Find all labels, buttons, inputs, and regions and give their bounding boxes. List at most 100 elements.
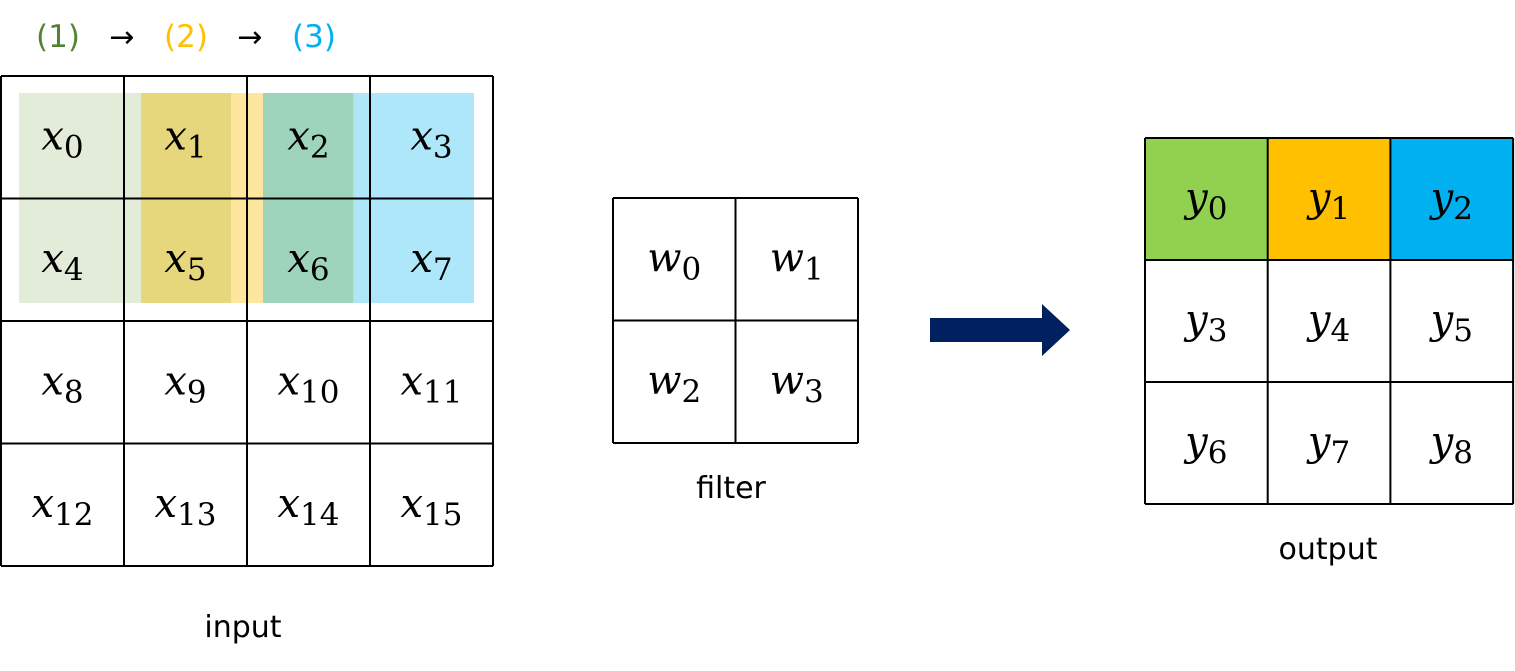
output-fill-2 (1390, 138, 1514, 260)
output-cell-y7: y7 (1306, 419, 1350, 471)
input-cell-x9: x9 (164, 358, 206, 410)
step-arrow-1: → (109, 20, 134, 55)
input-var: x (287, 236, 310, 282)
output-subscript: 3 (1208, 313, 1228, 349)
output-cell-y4: y4 (1306, 297, 1350, 349)
input-cell-x2: x2 (287, 113, 329, 165)
input-subscript: 7 (433, 252, 453, 288)
filter-grid-lines (612, 197, 859, 444)
input-var: x (287, 113, 310, 159)
output-cell-y6: y6 (1183, 419, 1227, 471)
filter-subscript: 1 (804, 251, 824, 287)
output-var: y (1429, 419, 1455, 465)
output-subscript: 8 (1453, 435, 1473, 471)
filter-var: w (647, 358, 681, 404)
filter-cell-w1: w1 (770, 235, 824, 287)
output-subscript: 5 (1453, 313, 1473, 349)
output-fill-1 (1267, 138, 1391, 260)
output-var: y (1306, 419, 1332, 465)
input-var: x (410, 113, 433, 159)
step-label-3: (3) (292, 19, 336, 55)
output-subscript: 1 (1330, 191, 1350, 227)
input-cell-x13: x13 (154, 481, 216, 533)
input-cell-x4: x4 (41, 236, 83, 288)
output-cell-fills (1145, 138, 1514, 260)
input-cell-x1: x1 (164, 113, 206, 165)
input-cell-x15: x15 (400, 481, 462, 533)
output-grid-lines (1144, 137, 1515, 505)
filter-var: w (770, 235, 804, 281)
input-cell-x0: x0 (41, 113, 83, 165)
input-cell-x8: x8 (41, 358, 83, 410)
input-subscript: 13 (177, 497, 216, 533)
input-subscript: 3 (433, 129, 453, 165)
output-subscript: 0 (1208, 191, 1228, 227)
filter-cell-w0: w0 (647, 235, 701, 287)
filter-subscript: 0 (682, 251, 702, 287)
output-var: y (1306, 175, 1332, 221)
filter-subscript: 2 (682, 374, 702, 410)
filter-var: w (770, 358, 804, 404)
input-var: x (41, 236, 64, 282)
input-subscript: 4 (64, 252, 84, 288)
input-var: x (154, 481, 177, 527)
input-subscript: 10 (300, 374, 339, 410)
output-subscript: 7 (1330, 435, 1350, 471)
output-subscript: 2 (1453, 191, 1473, 227)
input-subscript: 12 (54, 497, 93, 533)
filter-subscript: 3 (804, 374, 824, 410)
input-subscript: 6 (310, 252, 330, 288)
input-cell-x3: x3 (410, 113, 452, 165)
input-cell-x12: x12 (31, 481, 93, 533)
output-cell-y2: y2 (1429, 175, 1473, 227)
input-var: x (410, 236, 433, 282)
input-cell-x10: x10 (277, 358, 339, 410)
input-cell-x14: x14 (277, 481, 339, 533)
input-caption: input (204, 610, 281, 645)
input-var: x (164, 113, 187, 159)
input-cell-x11: x11 (400, 358, 462, 410)
step-label-2: (2) (164, 19, 208, 55)
output-subscript: 4 (1330, 313, 1350, 349)
input-subscript: 2 (310, 129, 330, 165)
output-cell-y3: y3 (1183, 297, 1227, 349)
step-arrow-2: → (237, 20, 262, 55)
input-var: x (31, 481, 54, 527)
output-cell-y0: y0 (1183, 175, 1227, 227)
output-subscript: 6 (1208, 435, 1228, 471)
right-arrow-icon (930, 304, 1070, 356)
filter-var: w (647, 235, 681, 281)
input-subscript: 15 (423, 497, 462, 533)
input-subscript: 9 (187, 374, 207, 410)
input-subscript: 1 (187, 129, 207, 165)
input-var: x (164, 358, 187, 404)
step-sequence: (1) → (2) → (3) (36, 19, 336, 55)
output-var: y (1429, 297, 1455, 343)
input-cell-x6: x6 (287, 236, 329, 288)
output-caption: output (1279, 532, 1378, 567)
output-cell-y8: y8 (1429, 419, 1473, 471)
input-cell-x5: x5 (164, 236, 206, 288)
input-subscript: 0 (64, 129, 84, 165)
input-subscript: 8 (64, 374, 84, 410)
input-var: x (41, 358, 64, 404)
filter-caption: filter (696, 471, 766, 506)
output-cell-y5: y5 (1429, 297, 1473, 349)
filter-cell-w3: w3 (770, 358, 824, 410)
filter-cell-w2: w2 (647, 358, 701, 410)
output-fill-0 (1145, 138, 1268, 260)
input-subscript: 5 (187, 252, 207, 288)
output-var: y (1183, 419, 1209, 465)
output-var: y (1429, 175, 1455, 221)
input-var: x (277, 481, 300, 527)
input-var: x (277, 358, 300, 404)
input-subscript: 14 (300, 497, 339, 533)
input-var: x (41, 113, 64, 159)
input-subscript: 11 (423, 374, 462, 410)
